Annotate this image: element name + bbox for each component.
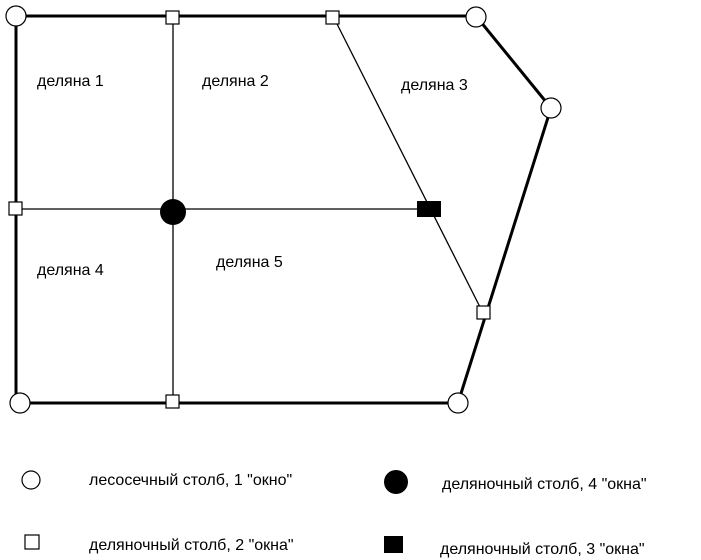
plot-post-2-windows-marker	[476, 305, 491, 320]
plot-post-2-windows-marker	[8, 201, 23, 216]
legend-text-plot-post-2: деляночный столб, 2 "окна"	[89, 537, 294, 554]
plot-post-2-windows-marker	[165, 10, 180, 25]
legend-text-plot-post-4: деляночный столб, 4 "окна"	[442, 476, 647, 493]
clearing-post-marker	[540, 97, 562, 119]
plot-post-4-windows-marker	[160, 199, 186, 225]
legend-text-clearing-post: лесосечный столб, 1 "окно"	[89, 472, 292, 489]
outer-boundary	[14, 14, 553, 405]
clearing-post-marker	[465, 6, 487, 28]
plot-post-3-windows-marker	[417, 201, 441, 217]
legend-text-plot-post-3: деляночный столб, 3 "окна"	[440, 541, 645, 558]
divider-diagonal	[332, 15, 484, 314]
plot-label-4: деляна 4	[37, 262, 104, 279]
plot-post-2-windows-marker	[325, 10, 340, 25]
clearing-post-marker	[9, 392, 31, 414]
plot-label-2: деляна 2	[202, 73, 269, 90]
plot-label-3: деляна 3	[401, 77, 468, 94]
legend: лесосечный столб, 1 "окно" деляночный ст…	[21, 470, 647, 558]
clearing-post-marker	[447, 392, 469, 414]
plot-label-5: деляна 5	[216, 254, 283, 271]
clearing-post-marker	[5, 5, 27, 27]
plot-post-2-windows-marker	[165, 394, 180, 409]
legend-open-square-icon	[24, 534, 40, 550]
legend-filled-square-icon	[384, 536, 403, 553]
legend-filled-circle-icon	[384, 470, 408, 494]
legend-open-circle-icon	[21, 470, 41, 490]
plot-label-1: деляна 1	[37, 73, 104, 90]
